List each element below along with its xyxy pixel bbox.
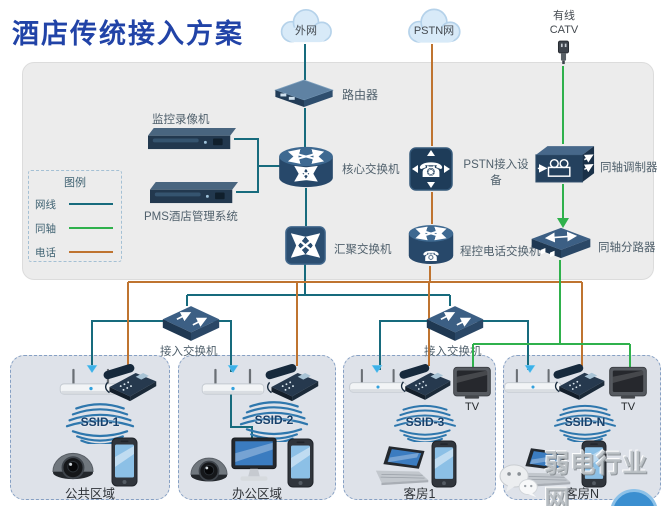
zone-name-label: 公共区域 [64, 487, 115, 501]
pbx-icon [406, 222, 456, 269]
access-switch-1-icon [160, 303, 222, 343]
wechat-logo-icon [498, 462, 538, 498]
nvr-icon [148, 126, 236, 153]
access-switch-2-label: 接入交换机 [424, 346, 482, 358]
pstn-access-label: PSTN接入设 备 [463, 159, 529, 187]
down-arrow-icon [371, 365, 383, 374]
zone-guest-room-1-content: TV SSID-3 客房1 [343, 355, 496, 501]
legend-item-coax: 同轴 [35, 216, 115, 240]
page-title: 酒店传统接入方案 [12, 19, 244, 49]
zone-office-area-content: SSID-2 办公区域 [178, 355, 336, 501]
tv-icon [452, 366, 492, 400]
aggregation-switch-label: 汇聚交换机 [334, 244, 392, 256]
down-arrow-icon [524, 365, 536, 374]
coax-modulator-label: 同轴调制器 [600, 162, 658, 174]
desk-phone-icon [552, 358, 608, 402]
tv-label: TV [464, 401, 480, 413]
zone-public-area-content: SSID-1 公共区域 [10, 355, 170, 501]
pstn-access-icon [408, 146, 454, 192]
laptop-icon [374, 444, 432, 486]
dome-camera-icon [188, 446, 230, 484]
phone-swatch [69, 250, 113, 254]
pms-server-icon [150, 180, 238, 207]
coax-splitter-icon [528, 224, 594, 261]
down-arrow-icon [227, 365, 239, 374]
nvr-label: 监控录像机 [152, 114, 210, 126]
legend-title: 图例 [64, 177, 86, 189]
smartphone-icon [110, 437, 139, 487]
router-icon [272, 78, 336, 109]
zone-guest-room-n-content: TV SSID-N 客房N [503, 355, 661, 501]
router-label: 路由器 [342, 88, 379, 102]
legend-item-netcable: 网线 [35, 192, 115, 216]
ssid-label: SSID-N [564, 415, 606, 429]
core-switch-icon [277, 145, 335, 191]
zone-name-label: 办公区域 [231, 487, 282, 501]
tv-icon [608, 366, 648, 400]
watermark-text: 弱电行业网 [544, 450, 649, 506]
catv-plug-icon [555, 40, 572, 66]
down-arrow-icon [86, 365, 98, 374]
legend-item-phone: 电话 [35, 240, 115, 264]
netcable-lines [91, 44, 529, 444]
smartphone-icon [430, 440, 458, 488]
coax-splitter-label: 同轴分路器 [598, 242, 656, 254]
desk-phone-icon [102, 358, 160, 403]
ssid-label: SSID-2 [254, 413, 294, 427]
desk-phone-icon [398, 358, 454, 402]
aggregation-switch-icon [283, 224, 328, 267]
pms-label: PMS酒店管理系统 [144, 211, 238, 223]
tv-label: TV [620, 401, 636, 413]
dome-camera-icon [50, 440, 96, 482]
ssid-label: SSID-1 [80, 415, 120, 429]
coax-modulator-icon [532, 143, 596, 188]
desk-phone-icon [264, 358, 322, 403]
wan-cloud-label: 外网 [295, 25, 317, 37]
access-switch-1-label: 接入交换机 [160, 346, 218, 358]
zone-name-label: 客房1 [403, 487, 436, 501]
coax-lines [472, 66, 631, 370]
pbx-label: 程控电话交换机 [460, 246, 541, 258]
watermark: 弱电行业网 [498, 444, 669, 506]
coax-swatch [69, 226, 113, 230]
catv-label: 有线 CATV [549, 10, 579, 36]
smartphone-icon [286, 438, 315, 488]
zone-name-label: 客房N [564, 487, 600, 501]
pstn-cloud-label: PSTN网 [413, 25, 455, 37]
core-switch-label: 核心交换机 [342, 164, 400, 176]
coax-arrowhead [557, 218, 569, 228]
ssid-label: SSID-3 [405, 415, 445, 429]
legend: 图例 网线 同轴 电话 [28, 170, 122, 262]
access-switch-2-icon [424, 303, 486, 343]
netcable-swatch [69, 202, 113, 206]
desktop-computer-icon [226, 436, 282, 486]
